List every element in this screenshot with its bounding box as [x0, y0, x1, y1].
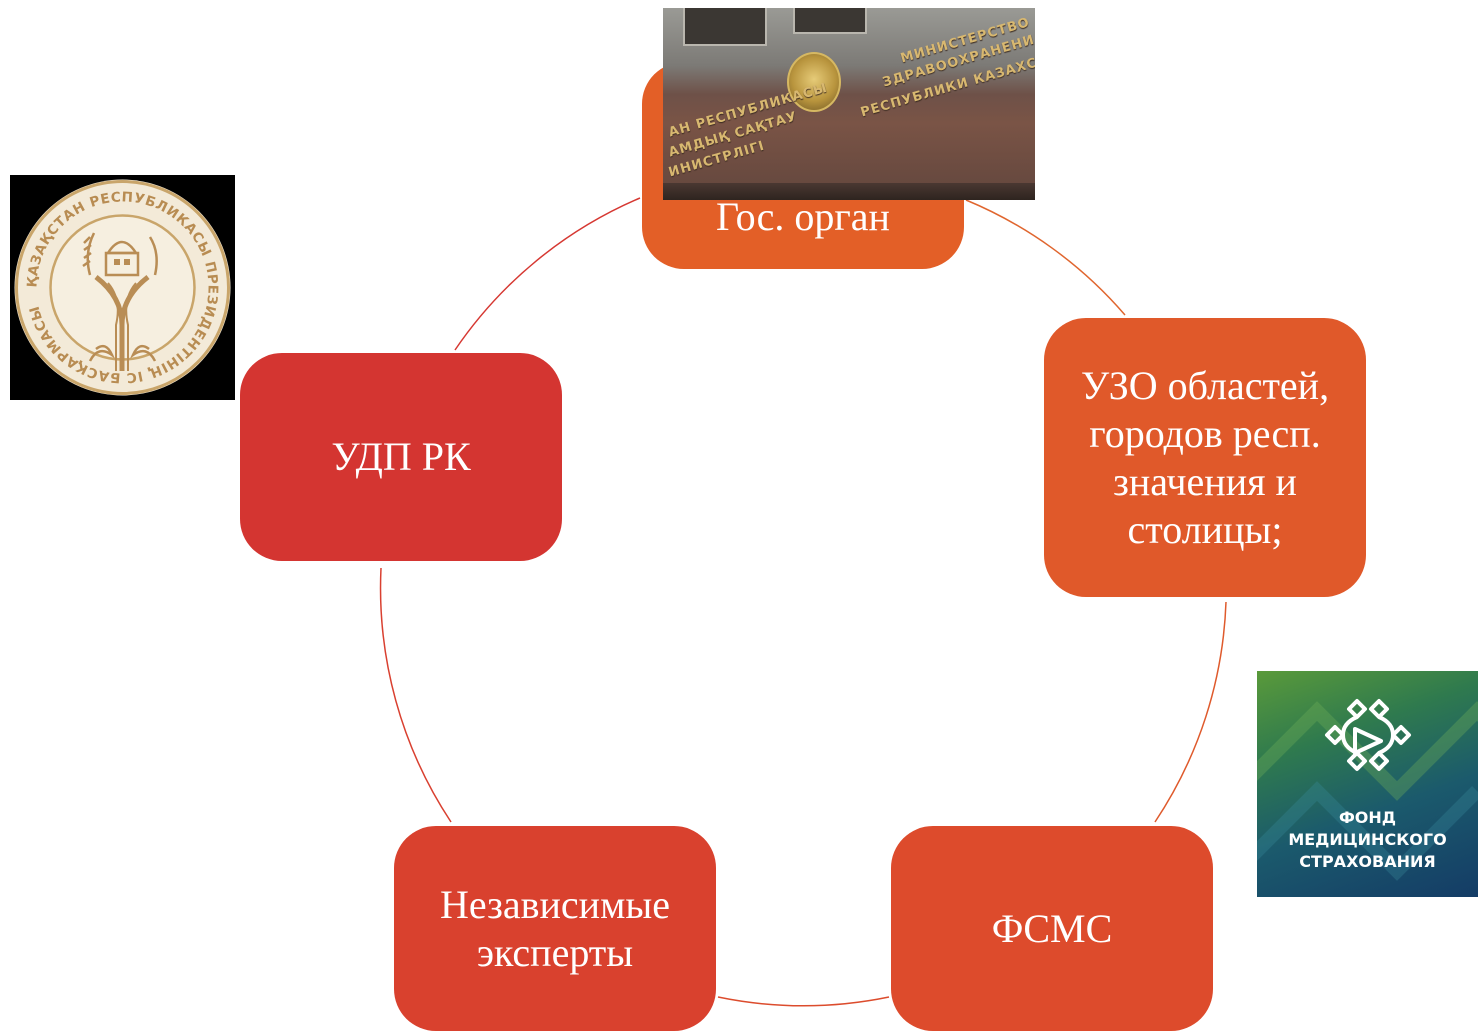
node-gov-organ-label: Гос. орган [716, 194, 890, 239]
ministry-building-photo: АН РЕСПУБЛИКАСЫ АМДЫҚ САҚТАУ ИНИСТРЛІГІ … [663, 8, 1035, 200]
node-uzo-regions-label: УЗО областей, городов респ. значения и с… [1080, 362, 1330, 552]
node-independent-experts-label: Независимые эксперты [439, 881, 671, 975]
fund-logo-text-3: СТРАХОВАНИЯ [1299, 852, 1436, 871]
connector-uzo-fsms [1154, 601, 1227, 823]
fund-logo-text-1: ФОНД [1338, 808, 1397, 827]
connector-udp-gov [454, 197, 641, 351]
connector-gov-uzo [965, 199, 1126, 316]
presidential-administration-seal-icon: ҚАЗАҚСТАН РЕСПУБЛИКАСЫ ПРЕЗИДЕНТІНІҢ ІС … [10, 175, 235, 400]
node-udp-rk-label: УДП РК [331, 434, 471, 479]
node-uzo-regions: УЗО областей, городов респ. значения и с… [1044, 318, 1366, 597]
connector-experts-udp [379, 567, 452, 823]
node-fsms-label: ФСМС [991, 905, 1113, 951]
node-independent-experts: Независимые эксперты [394, 826, 716, 1031]
kazakhstan-emblem-icon [787, 52, 841, 112]
node-fsms: ФСМС [891, 826, 1213, 1031]
connector-fsms-experts [717, 996, 890, 1007]
node-udp-rk: УДП РК [240, 353, 562, 561]
fund-logo-text-2: МЕДИЦИНСКОГО [1288, 830, 1447, 849]
health-insurance-fund-logo-icon: ФОНД МЕДИЦИНСКОГО СТРАХОВАНИЯ [1257, 671, 1478, 897]
